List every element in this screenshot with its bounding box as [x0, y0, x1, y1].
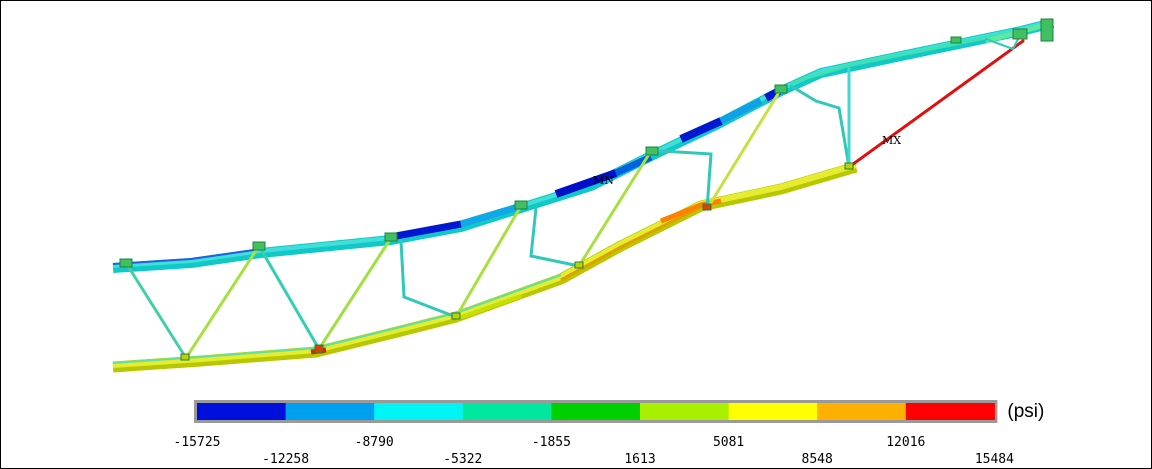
- legend-tick-lower: 1613: [624, 452, 655, 467]
- legend-tick-lower: 8548: [802, 452, 833, 467]
- top-chord: [112, 18, 1055, 273]
- min-marker-label: MN: [593, 174, 614, 187]
- legend-band-1: [197, 403, 287, 420]
- legend-tick-upper: 5081: [713, 435, 744, 450]
- legend-band-5: [551, 403, 641, 420]
- legend-band-3: [374, 403, 464, 420]
- legend-tick-lower: -5322: [443, 452, 482, 467]
- legend-band-6: [640, 403, 730, 420]
- legend-tick-upper: -15725: [174, 435, 221, 450]
- joint-nodes: [119, 18, 1054, 361]
- legend-band-2: [285, 403, 375, 420]
- legend-tick-upper: -1855: [532, 435, 571, 450]
- legend-band-7: [728, 403, 818, 420]
- legend-tick-lower: 15484: [975, 452, 1014, 467]
- legend-band-8: [817, 403, 907, 420]
- color-legend: (psi) -15725 -8790 -1855 5081 12016 -12258 -532…: [174, 400, 1044, 467]
- max-marker-label: MX: [882, 134, 901, 147]
- legend-tick-lower: -12258: [262, 452, 309, 467]
- legend-unit-label: (psi): [1007, 401, 1044, 422]
- legend-band-4: [462, 403, 552, 420]
- legend-tick-upper: -8790: [355, 435, 394, 450]
- web-members: [124, 32, 1025, 360]
- legend-tick-upper: 12016: [886, 435, 925, 450]
- legend-band-9: [905, 403, 995, 420]
